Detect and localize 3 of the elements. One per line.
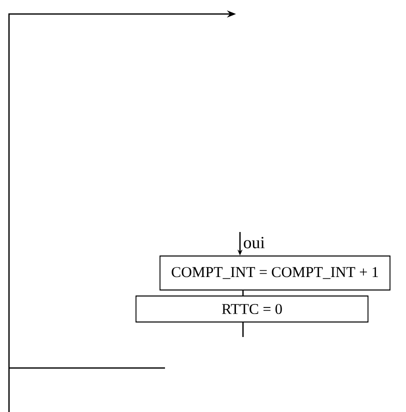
process-box: RTTC = 0 xyxy=(136,296,368,322)
edge-label: oui xyxy=(244,236,265,248)
process-box: COMPT_INT = COMPT_INT + 1 xyxy=(160,256,390,290)
